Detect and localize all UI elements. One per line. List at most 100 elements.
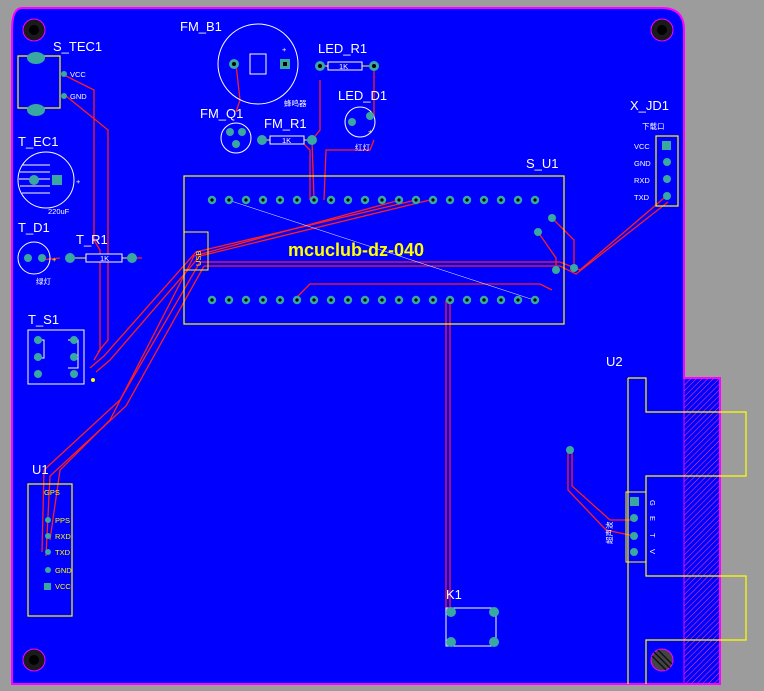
mcu-pin-hole (380, 298, 384, 302)
label-t-d1: T_D1 (18, 220, 50, 235)
mcu-via (534, 228, 542, 236)
mcu-pin-hole (499, 198, 503, 202)
mcu-via (570, 264, 578, 272)
label-x-jd1-note: 下载口 (642, 121, 665, 131)
label-t-r1-value: 1K (100, 254, 109, 263)
mcu-pin-hole (397, 298, 401, 302)
mcu-pin-hole (346, 198, 350, 202)
label-k1: K1 (446, 587, 462, 602)
label-t-ec1: T_EC1 (18, 134, 58, 149)
mcu-pin-hole (465, 198, 469, 202)
mcu-pin-hole (414, 298, 418, 302)
mcu-pins-bottom (207, 295, 540, 305)
label-t-r1: T_R1 (76, 232, 108, 247)
label-fm-q1: FM_Q1 (200, 106, 243, 121)
mcu-pin-hole (295, 198, 299, 202)
label-u2: U2 (606, 354, 623, 369)
mounting-holes (22, 18, 674, 672)
label-u1-pin-rxd: RXD (55, 532, 71, 541)
label-s-tec1: S_TEC1 (53, 39, 102, 54)
label-buzzer-note: 蜂鸣器 (284, 98, 307, 108)
label-u1-pin-pps: PPS (55, 516, 70, 525)
transistor-fm-q1[interactable]: FM_Q1 (200, 106, 252, 154)
label-x-jd1: X_JD1 (630, 98, 669, 113)
label-fm-b1: FM_B1 (180, 19, 222, 34)
module-u1-gps[interactable]: U1 GPS PPS RXD TXD GND VCC (27, 462, 73, 617)
label-x-jd1-pin-rxd: RXD (634, 176, 650, 185)
module-u2-ultrasonic[interactable]: U2 超声波 G E T V (566, 354, 747, 684)
mcu-pin-hole (227, 198, 231, 202)
mcu-s-u1[interactable]: USB S_U1 mcuclub-dz-040 (183, 156, 578, 325)
mcu-pin-hole (431, 198, 435, 202)
mcu-pin-hole (210, 198, 214, 202)
mcu-pin-hole (516, 198, 520, 202)
button-k1[interactable]: K1 (445, 587, 499, 647)
label-x-jd1-pin-txd: TXD (634, 193, 650, 202)
mcu-pin-hole (533, 298, 537, 302)
mcu-pin-hole (431, 298, 435, 302)
mcu-pin-hole (346, 298, 350, 302)
label-u1-pin-txd: TXD (55, 548, 71, 557)
mcu-pin-hole (533, 198, 537, 202)
ratsnest-line (227, 199, 535, 301)
svg-text:+: + (282, 45, 287, 54)
mcu-pin-hole (482, 298, 486, 302)
mcu-pin-hole (448, 298, 452, 302)
board-outline (11, 7, 721, 685)
label-u2-pin-e: E (648, 516, 657, 521)
label-mcu-title: mcuclub-dz-040 (288, 240, 424, 260)
label-t-s1: T_S1 (28, 312, 59, 327)
label-x-jd1-pin-gnd: GND (634, 159, 651, 168)
switch-s-tec1[interactable]: S_TEC1 VCC GND (17, 39, 102, 116)
svg-text:+: + (52, 255, 57, 264)
label-u2-pin-g: G (648, 500, 657, 506)
label-fm-r1: FM_R1 (264, 116, 307, 131)
label-u2-note: 超声波 (604, 521, 614, 544)
mcu-pin-hole (516, 298, 520, 302)
mcu-pin-hole (448, 198, 452, 202)
label-led-d1: LED_D1 (338, 88, 387, 103)
mcu-pin-hole (414, 198, 418, 202)
resistor-t-r1[interactable]: 1K T_R1 (65, 232, 137, 263)
capacitor-t-ec1[interactable]: + T_EC1 220uF (17, 134, 81, 216)
label-led-r1-value: 1K (339, 62, 348, 71)
mcu-pin-hole (312, 298, 316, 302)
mcu-pin-hole (465, 298, 469, 302)
resistor-led-r1[interactable]: 1K LED_R1 (315, 41, 379, 71)
mcu-via (552, 266, 560, 274)
mcu-pin-hole (261, 298, 265, 302)
label-usb: USB (194, 251, 203, 266)
header-x-jd1[interactable]: X_JD1 下载口 VCC GND RXD TXD (630, 98, 679, 207)
label-led-d1-note: 红灯 (355, 142, 370, 152)
mcu-pin-hole (278, 298, 282, 302)
mcu-pin-hole (295, 298, 299, 302)
label-fm-r1-value: 1K (282, 136, 291, 145)
resistor-fm-r1[interactable]: 1K FM_R1 (257, 116, 317, 145)
label-s-u1: S_U1 (526, 156, 559, 171)
label-u2-pin-t: T (648, 533, 657, 538)
label-x-jd1-pin-vcc: VCC (634, 142, 650, 151)
mcu-pins-top (207, 195, 540, 205)
mcu-pin-hole (380, 198, 384, 202)
label-s-tec1-gnd: GND (70, 92, 87, 101)
mcu-pin-hole (329, 298, 333, 302)
label-t-d1-note: 绿灯 (36, 276, 51, 286)
mcu-pin-hole (210, 298, 214, 302)
label-u1-pin-gnd: GND (55, 566, 72, 575)
led-t-d1[interactable]: + T_D1 绿灯 (17, 220, 57, 286)
label-u1-module: GPS (44, 488, 60, 497)
mcu-via (548, 214, 556, 222)
switch-t-s1[interactable]: T_S1 (27, 312, 95, 385)
svg-text:+: + (368, 127, 373, 136)
led-d1[interactable]: + LED_D1 红灯 (338, 88, 387, 152)
mcu-pin-hole (261, 198, 265, 202)
mcu-pin-hole (244, 298, 248, 302)
buzzer-fm-b1[interactable]: + FM_B1 蜂鸣器 (180, 19, 307, 108)
mcu-pin-hole (312, 198, 316, 202)
svg-text:+: + (76, 177, 81, 186)
label-u2-pin-v: V (648, 549, 657, 554)
mcu-pin-hole (278, 198, 282, 202)
mcu-pin-hole (244, 198, 248, 202)
label-u1-pin-vcc: VCC (55, 582, 71, 591)
